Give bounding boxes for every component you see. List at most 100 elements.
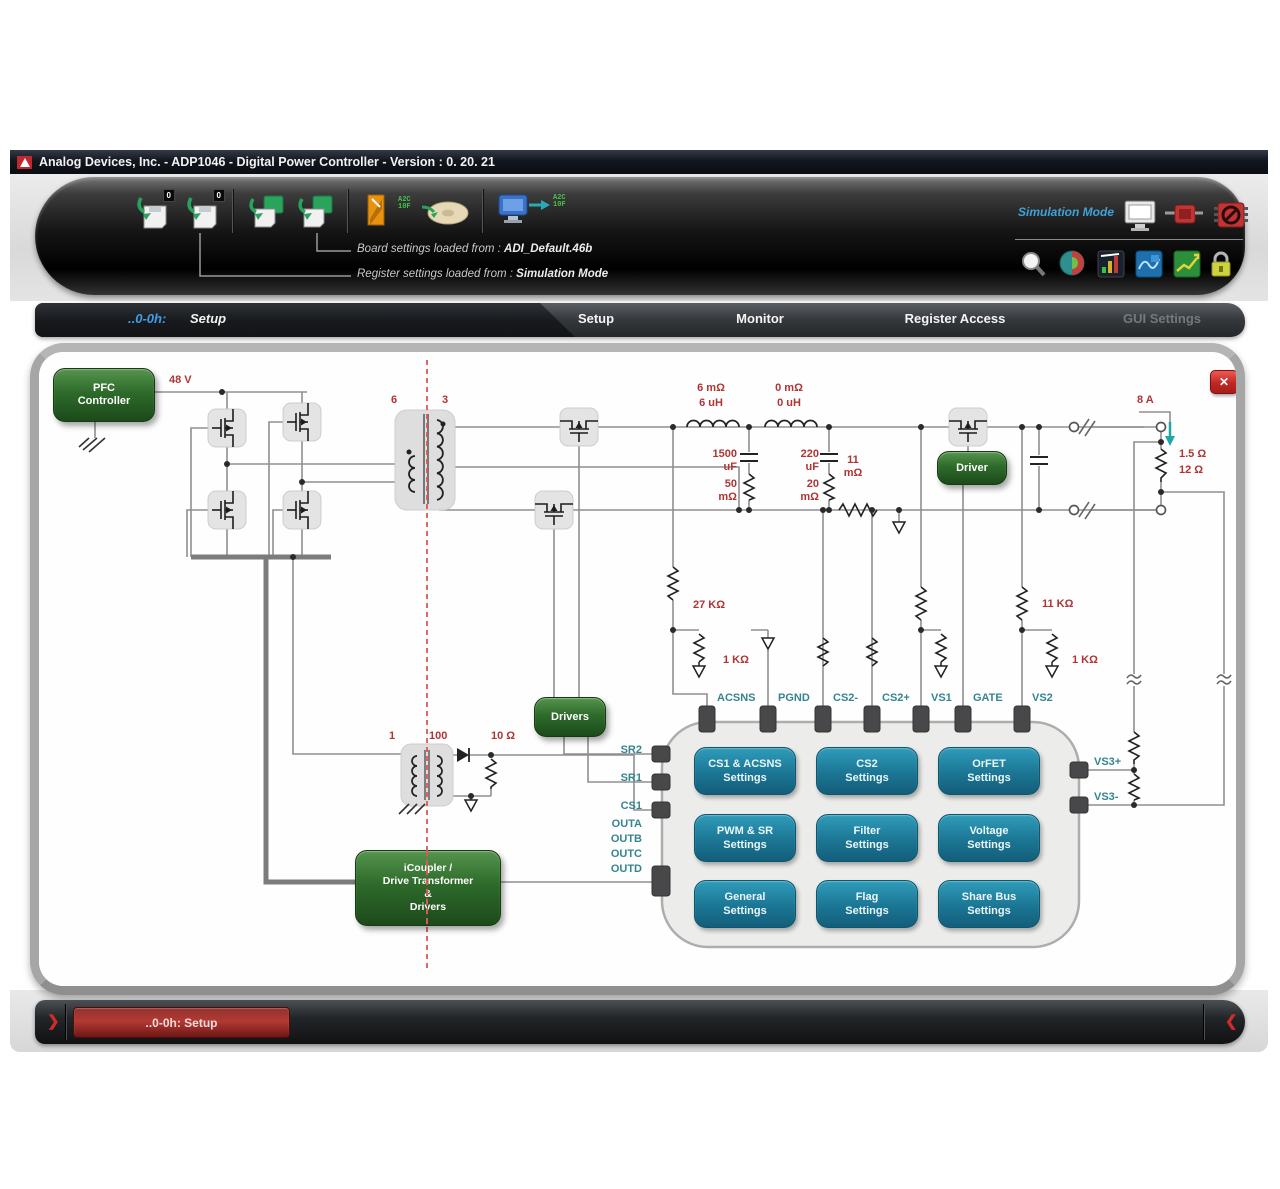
revision-badge: 0 bbox=[212, 189, 225, 202]
ct-primary-label: 1 bbox=[389, 730, 396, 742]
pin-out bbox=[651, 865, 671, 897]
globe-icon[interactable] bbox=[1057, 247, 1089, 287]
sr-fet-1 bbox=[559, 407, 599, 447]
icoupler-drivers-button[interactable]: iCoupler / Drive Transformer & Drivers bbox=[355, 850, 501, 926]
pfc-controller-button[interactable]: PFC Controller bbox=[53, 368, 155, 422]
statusbar-divider-right bbox=[1203, 1004, 1204, 1040]
pin-label-cs1: CS1 bbox=[620, 800, 642, 812]
pfc-ground-icon bbox=[78, 437, 106, 453]
junction-dots bbox=[219, 389, 1164, 808]
main-transformer bbox=[394, 409, 456, 511]
l1-res-label: 6 mΩ bbox=[697, 382, 725, 394]
simulation-mode-label: Simulation Mode bbox=[1018, 205, 1114, 219]
turns-primary-label: 6 bbox=[391, 394, 398, 406]
schematic-canvas bbox=[78, 360, 1232, 970]
window-title: Analog Devices, Inc. - ADP1046 - Digital… bbox=[39, 155, 495, 169]
chip-pins bbox=[651, 705, 1089, 897]
iout-label: 8 A bbox=[1137, 394, 1154, 406]
c1-unit-label: uF bbox=[723, 461, 737, 473]
tab-setup[interactable]: Setup bbox=[577, 311, 615, 326]
current-state-segment bbox=[35, 303, 575, 337]
statusbar-divider-left bbox=[65, 1004, 66, 1040]
current-state-name: Setup bbox=[190, 311, 227, 326]
c2-value-label: 220 bbox=[800, 448, 819, 460]
pin-label-outc: OUTC bbox=[610, 848, 642, 860]
zoom-icon[interactable] bbox=[1018, 249, 1048, 289]
current-state-prefix: ..0-0h: bbox=[128, 311, 167, 326]
pin-label-pgnd: PGND bbox=[778, 692, 810, 704]
acsns-divider-top-label: 27 KΩ bbox=[693, 599, 726, 611]
output-terminals bbox=[1068, 421, 1167, 516]
pin-vs3-minus bbox=[1069, 796, 1089, 814]
driver-button[interactable]: Driver bbox=[937, 451, 1007, 485]
scroll-right-icon[interactable]: ❮ bbox=[1225, 1013, 1238, 1030]
chip-plot-icon[interactable] bbox=[1095, 247, 1127, 287]
tab-register-access[interactable]: Register Access bbox=[904, 311, 1006, 326]
drivers-button[interactable]: Drivers bbox=[534, 697, 606, 737]
vin-label: 48 V bbox=[169, 374, 192, 386]
turns-secondary-label: 3 bbox=[442, 394, 449, 406]
c1-value-label: 1500 bbox=[712, 448, 737, 460]
close-icon[interactable]: ✕ bbox=[1210, 370, 1236, 394]
pin-sr1 bbox=[651, 773, 671, 791]
status-bar: ❯ ..0-0h: Setup ❮ bbox=[35, 1000, 1245, 1044]
no-connection-chip-icon[interactable] bbox=[1213, 199, 1253, 239]
bridge-fet-q4 bbox=[282, 490, 322, 530]
capacitors bbox=[740, 453, 1048, 465]
pin-label-gate: GATE bbox=[973, 692, 1003, 704]
pin-label-vs3-plus: VS3+ bbox=[1094, 756, 1122, 768]
toolbar-separator bbox=[482, 189, 483, 233]
save-board-file-icon[interactable] bbox=[297, 191, 335, 231]
l2-ind-label: 0 uH bbox=[777, 397, 801, 409]
pin-vs2 bbox=[1013, 705, 1031, 733]
scroll-left-icon[interactable]: ❯ bbox=[47, 1013, 60, 1030]
usb-link-chip-icon[interactable] bbox=[1165, 204, 1205, 245]
pin-vs3-plus bbox=[1069, 761, 1089, 779]
board-file-value: ADI_Default.46b bbox=[504, 243, 593, 255]
tab-gui-settings[interactable]: GUI Settings bbox=[1122, 311, 1201, 326]
isolation-line-overlay bbox=[426, 850, 428, 924]
ct-res-label: 10 Ω bbox=[491, 730, 516, 742]
state-setup-button[interactable]: ..0-0h: Setup bbox=[73, 1007, 290, 1038]
sr-fet-2 bbox=[534, 490, 574, 530]
pin-label-cs2-plus: CS2+ bbox=[882, 692, 910, 704]
board-settings-tool-icon[interactable] bbox=[360, 191, 394, 231]
vs2-divider-top-label: 11 KΩ bbox=[1042, 598, 1074, 610]
register-source-value: Simulation Mode bbox=[516, 268, 609, 280]
l2-res-label: 0 mΩ bbox=[775, 382, 803, 394]
shunt-unit-label: mΩ bbox=[843, 467, 863, 479]
pc-connection-icon[interactable] bbox=[1121, 197, 1161, 237]
resistors bbox=[484, 448, 1168, 801]
board-loaded-text: Board settings loaded from : ADI_Default… bbox=[357, 243, 593, 255]
toolbar-separator bbox=[347, 189, 348, 233]
toolbar-separator bbox=[232, 189, 233, 233]
save-register-file-icon[interactable] bbox=[248, 191, 286, 231]
c2-esr-value-label: 20 bbox=[806, 478, 819, 490]
orfet bbox=[948, 407, 988, 447]
pin-label-sr1: SR1 bbox=[620, 772, 642, 784]
pin-cs2-minus bbox=[814, 705, 832, 733]
load-board-file-icon[interactable]: 0 bbox=[185, 189, 225, 232]
filter-monitor-icon[interactable] bbox=[1133, 247, 1165, 287]
chart-icon[interactable] bbox=[1171, 247, 1203, 287]
tab-monitor[interactable]: Monitor bbox=[736, 311, 784, 326]
pin-label-vs1: VS1 bbox=[931, 692, 952, 704]
lock-icon[interactable] bbox=[1207, 249, 1235, 289]
bridge-fet-q1 bbox=[207, 408, 247, 448]
load-register-file-icon[interactable]: 0 bbox=[135, 189, 175, 232]
pin-label-vs3-minus: VS3- bbox=[1094, 791, 1119, 803]
revision-badge: 0 bbox=[162, 189, 175, 202]
